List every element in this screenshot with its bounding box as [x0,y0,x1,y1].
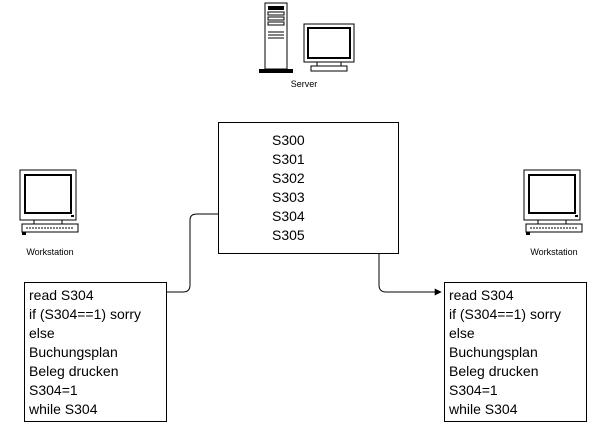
code-line: Beleg drucken [29,363,119,379]
server-icon [255,2,355,76]
code-line: else [449,325,475,341]
seat-item: S301 [272,151,305,167]
code-box-right: read S304 if (S304==1) sorry else Buchun… [444,282,587,422]
code-line: while S304 [449,401,518,417]
code-line: read S304 [29,287,94,303]
code-line: else [29,325,55,341]
seat-item: S304 [272,208,305,224]
workstation-left-label: Workstation [26,247,74,257]
code-line: S304=1 [449,382,498,398]
code-line: if (S304==1) sorry [449,306,562,322]
seat-table-box: S300 S301 S302 S303 S304 S305 [218,122,399,254]
code-line: if (S304==1) sorry [29,306,142,322]
connector-left [113,210,269,296]
seat-item: S303 [272,189,305,205]
workstation-right-label: Workstation [530,247,578,257]
code-line: S304=1 [29,382,78,398]
workstation-right-icon [522,168,584,246]
seat-item: S302 [272,170,305,186]
code-line: Beleg drucken [449,363,539,379]
workstation-left-icon [18,168,80,246]
code-line: while S304 [29,401,98,417]
code-line: read S304 [449,287,514,303]
code-line: Buchungsplan [449,344,538,360]
code-line: Buchungsplan [29,344,118,360]
seat-item: S300 [272,132,305,148]
code-box-left: read S304 if (S304==1) sorry else Buchun… [24,282,167,422]
seat-item: S305 [272,227,305,243]
server-label: Server [290,79,318,89]
